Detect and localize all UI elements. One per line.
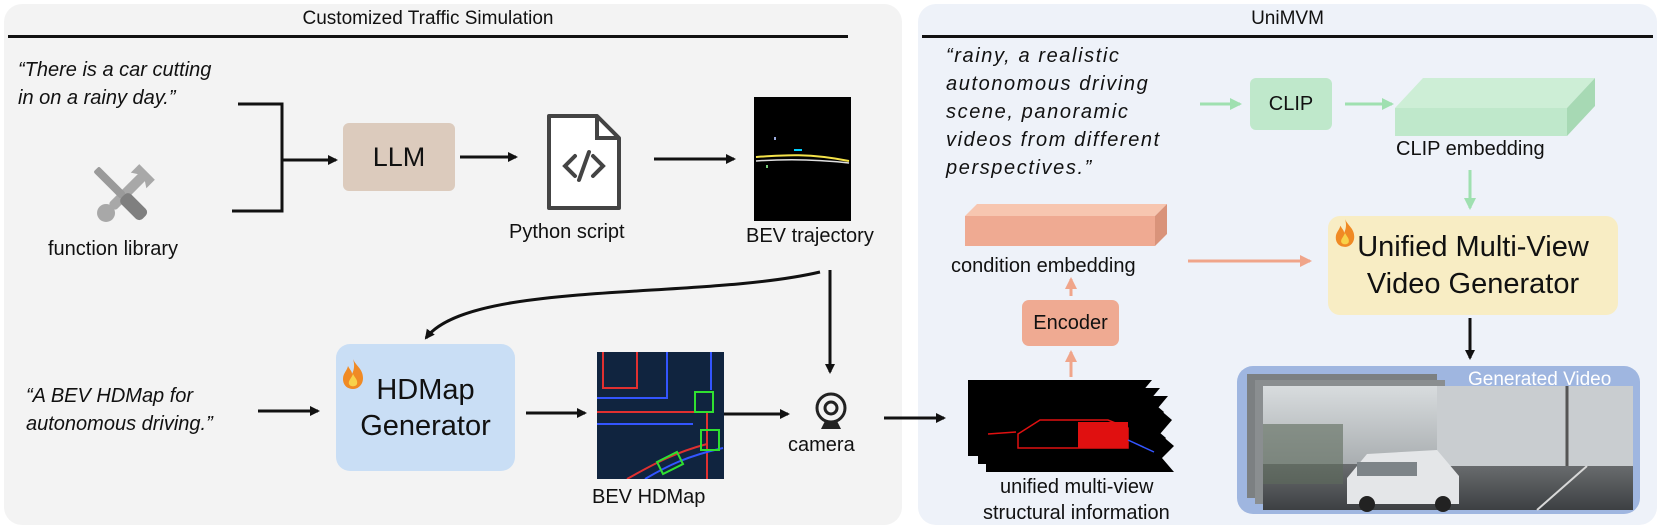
quote-bev-hdmap: “A BEV HDMap for autonomous driving.” [26,382,213,438]
left-panel-title: Customized Traffic Simulation [302,8,554,29]
unified-generator-label: Unified Multi-View Video Generator [1357,229,1589,303]
quote-line: autonomous driving.” [26,413,213,435]
structural-info-label-line2: structural information [983,502,1170,524]
label-line: HDMap [376,373,475,406]
encoder-box: Encoder [1022,300,1119,346]
fire-icon [343,359,363,389]
arrow-trajectory-to-hdmap [424,270,821,340]
hdmap-generator-box: HDMap Generator [336,344,515,471]
wrench-screwdriver-icon [94,164,155,222]
label-line: Video Generator [1366,267,1580,300]
structural-info-label-line1: unified multi-view [1000,476,1154,498]
python-script-label: Python script [509,221,625,243]
camera-label: camera [788,434,855,456]
bev-hdmap-label: BEV HDMap [592,486,706,508]
quote-car-cutting: “There is a car cutting in on a rainy da… [18,56,211,112]
label-line: Unified Multi-View [1357,230,1589,263]
generated-video-frames [1247,374,1633,512]
clip-label: CLIP [1268,92,1314,115]
quote-line: “rainy, a realistic [946,45,1121,67]
bev-trajectory-label: BEV trajectory [746,225,874,247]
condition-embedding-block [965,204,1167,246]
right-panel-rule [922,35,1653,38]
function-library-label: function library [48,238,179,260]
quote-line: perspectives.” [946,157,1093,179]
quote-line: “A BEV HDMap for [26,385,194,407]
trajectory-lines [755,137,850,168]
clip-embedding-block [1395,78,1595,136]
quote-rainy-scene: “rainy, a realistic autonomous driving s… [946,42,1161,182]
encoder-label: Encoder [1033,311,1108,334]
clip-embedding-label: CLIP embedding [1396,138,1545,160]
hdmap-lines [597,352,724,479]
clip-box: CLIP [1250,78,1332,130]
label-line: Generator [360,409,491,442]
bev-hdmap-image [597,352,724,479]
condition-embedding-label: condition embedding [951,255,1136,277]
generated-video-label: Generated Video [1468,369,1612,390]
webcam-icon [815,392,847,429]
quote-line: autonomous driving [946,73,1150,95]
code-file-icon [547,114,621,210]
quote-line: “There is a car cutting [18,59,212,81]
quote-line: in on a rainy day.” [18,87,176,109]
left-panel-rule [8,35,848,38]
structural-information-frames [968,380,1174,472]
fire-icon [1335,219,1355,247]
llm-label: LLM [372,141,426,172]
llm-box: LLM [343,123,455,191]
bev-trajectory-image [754,97,851,221]
quote-line: videos from different [946,129,1161,151]
generated-video-panel [1237,366,1640,514]
quote-line: scene, panoramic [946,101,1130,123]
hdmap-generator-label: HDMap Generator [360,372,491,444]
right-panel-title: UniMVM [1251,8,1324,29]
merge-bracket [232,102,284,213]
unified-multi-view-generator-box: Unified Multi-View Video Generator [1328,216,1618,315]
